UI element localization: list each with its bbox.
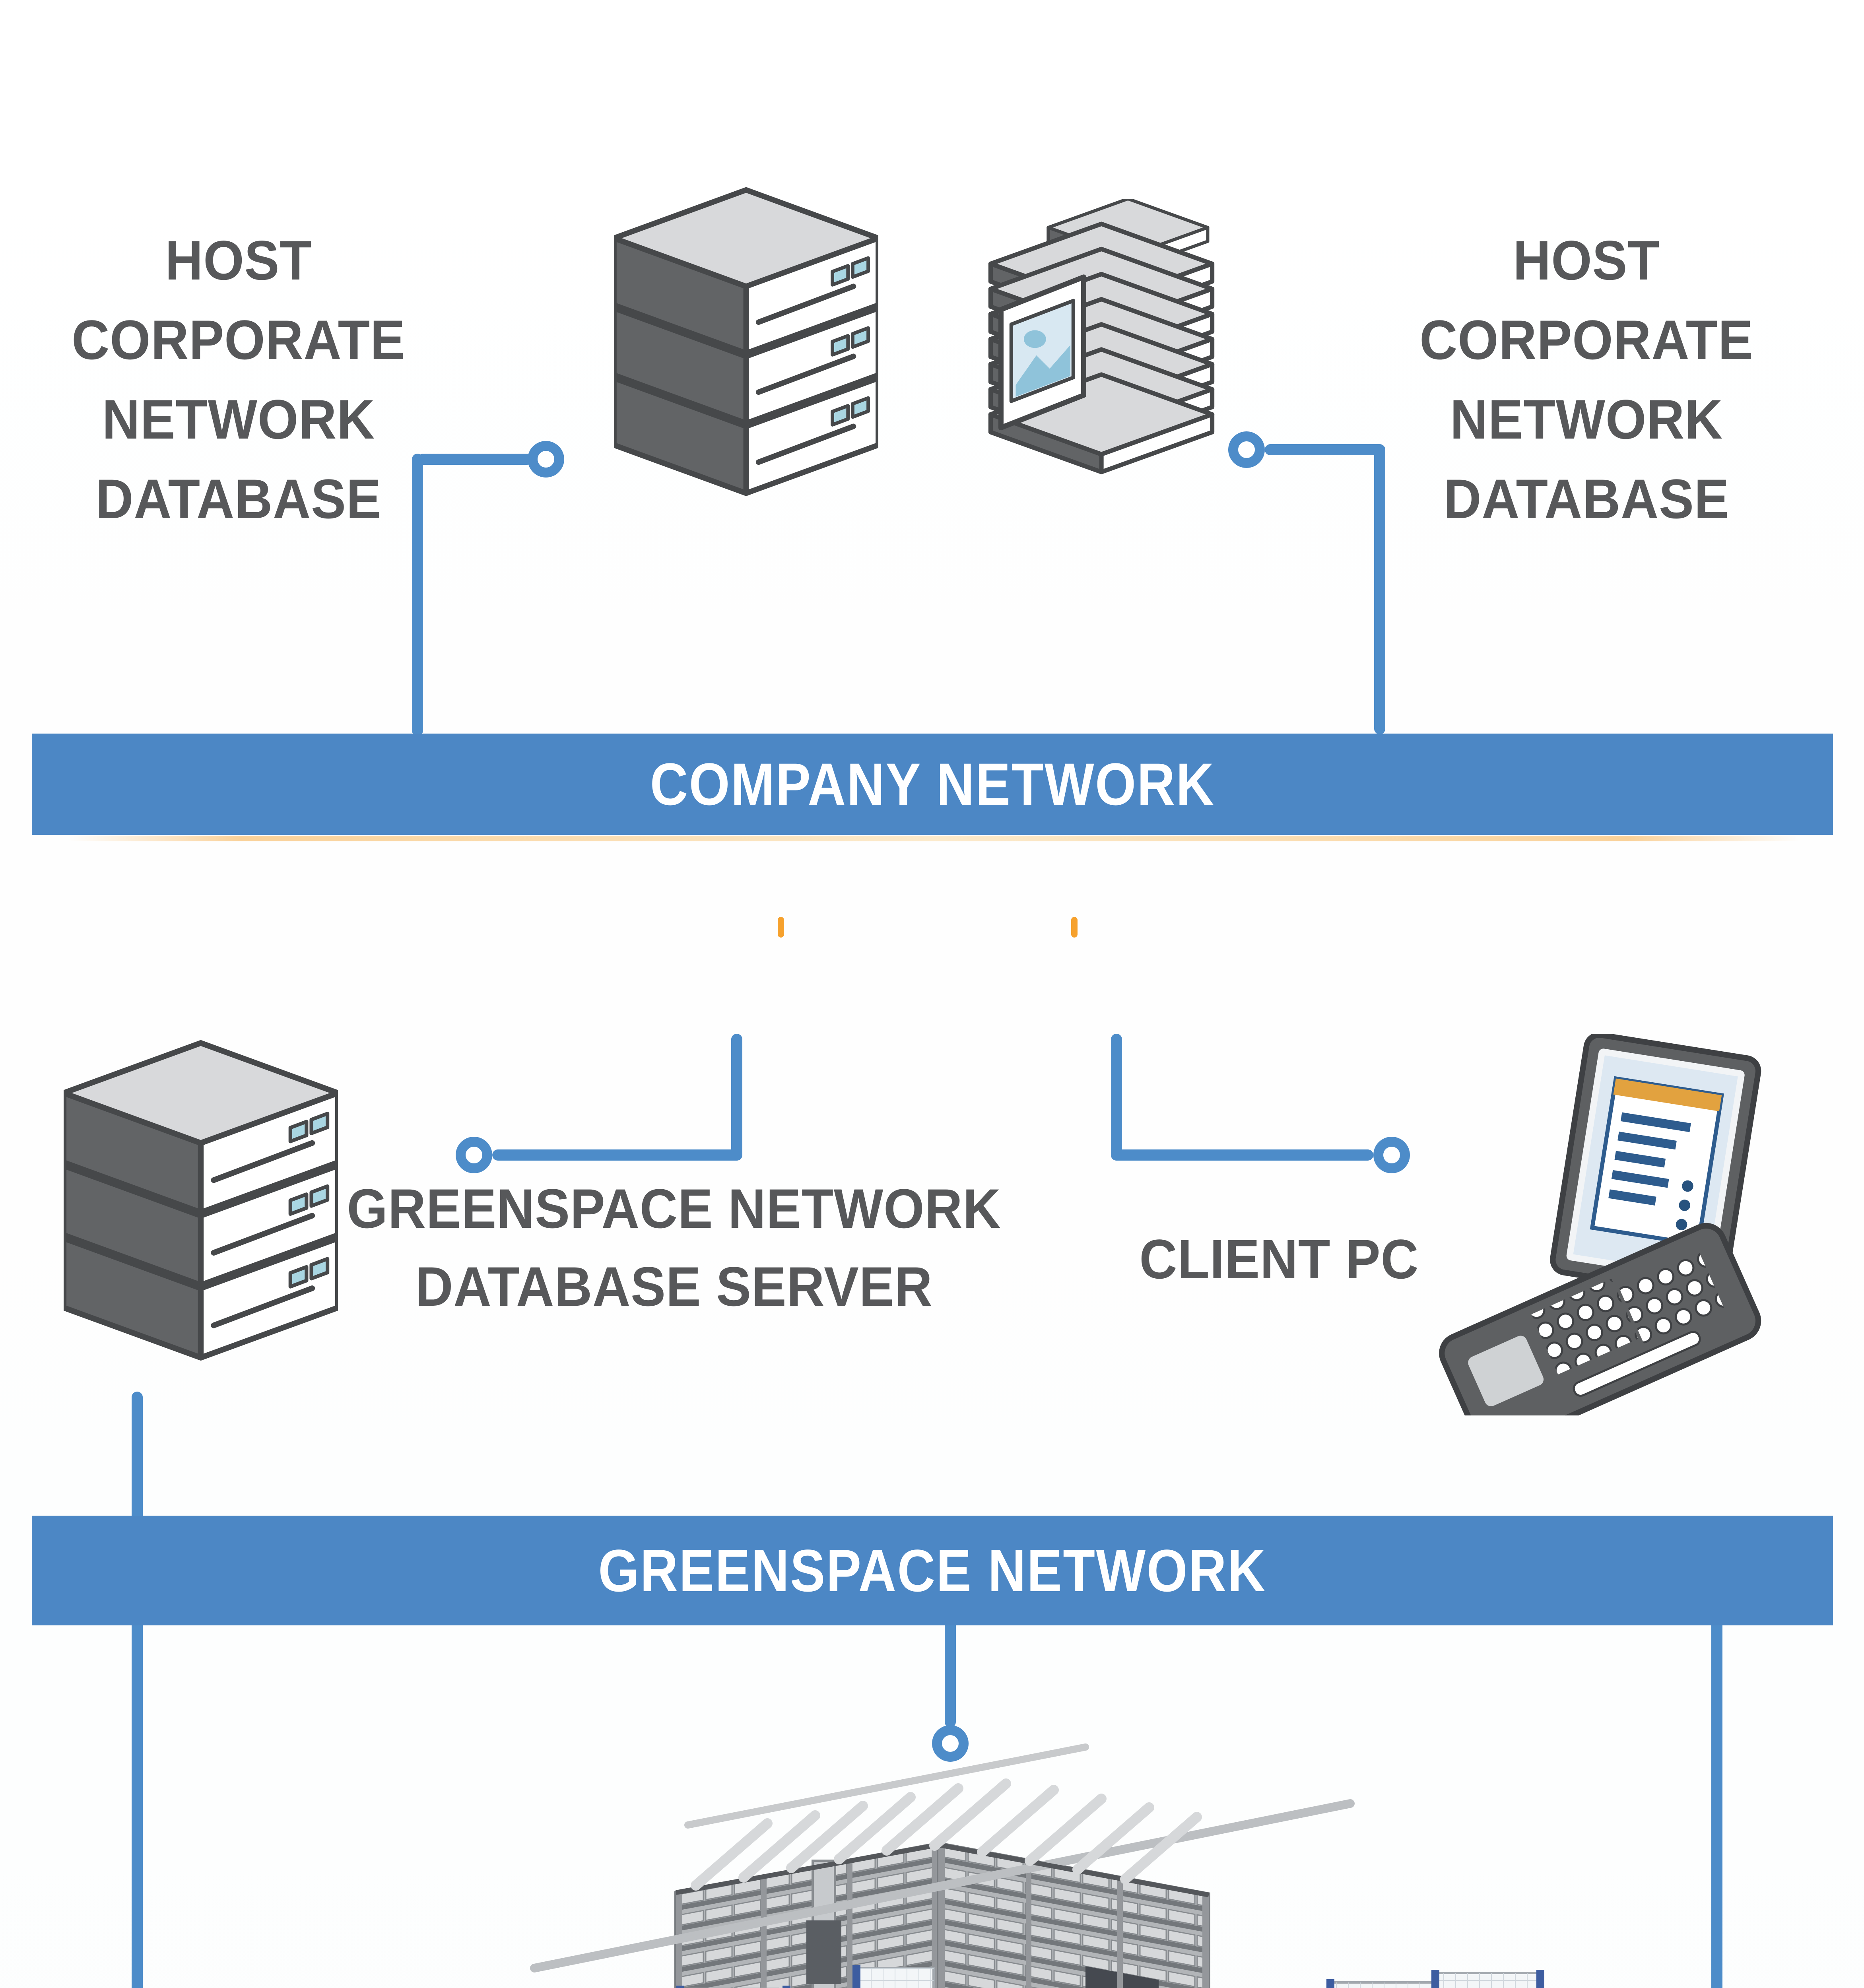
automated-storage-machine-illustration bbox=[525, 1730, 1598, 1988]
orange-tick bbox=[778, 917, 784, 938]
connector-node bbox=[932, 1725, 969, 1762]
greenspace-database-server-label: GREENSPACE NETWORK DATABASE SERVER bbox=[338, 1170, 1010, 1326]
safety-fence-right bbox=[1326, 1970, 1544, 1988]
roof-beams bbox=[691, 1778, 1202, 1891]
connector-line bbox=[132, 1392, 143, 1988]
banner-label: COMPANY NETWORK bbox=[650, 751, 1215, 817]
banner-underglow bbox=[68, 836, 1801, 841]
connector-line bbox=[1374, 444, 1385, 734]
connector-node bbox=[456, 1137, 492, 1173]
host-corporate-network-database-label-left: HOST CORPORATE NETWORK DATABASE bbox=[52, 221, 425, 539]
label-line: HOST bbox=[165, 229, 312, 291]
orange-tick bbox=[1071, 917, 1078, 938]
host-corporate-network-database-label-right: HOST CORPORATE NETWORK DATABASE bbox=[1400, 221, 1773, 539]
connector-node bbox=[528, 441, 564, 478]
greenspace-network-banner: GREENSPACE NETWORK bbox=[32, 1516, 1833, 1625]
connector-line bbox=[1711, 1618, 1722, 1988]
label-line: DATABASE bbox=[1443, 468, 1730, 530]
label-line: GREENSPACE NETWORK bbox=[347, 1177, 1001, 1240]
connector-node bbox=[1373, 1137, 1410, 1173]
laptop-icon bbox=[1431, 1034, 1773, 1415]
banner-label: GREENSPACE NETWORK bbox=[598, 1537, 1267, 1604]
client-pc-label: CLIENT PC bbox=[1111, 1219, 1447, 1299]
label-line: CORPORATE bbox=[1419, 309, 1753, 371]
lift-carriage bbox=[806, 1920, 841, 1984]
storage-array-icon bbox=[982, 199, 1221, 509]
connector-line bbox=[1111, 1034, 1122, 1161]
label-line: CORPORATE bbox=[72, 309, 406, 371]
label-line: NETWORK bbox=[102, 388, 375, 450]
connector-line bbox=[492, 1149, 742, 1161]
connector-line bbox=[1265, 444, 1384, 455]
connector-line bbox=[417, 454, 533, 465]
top-rail bbox=[530, 1799, 1355, 1972]
connector-line bbox=[945, 1618, 956, 1728]
company-network-banner: COMPANY NETWORK bbox=[32, 734, 1833, 835]
photo-panel bbox=[998, 274, 1086, 431]
top-rail-back bbox=[684, 1743, 1089, 1829]
laptop-screen-window bbox=[1590, 1076, 1724, 1247]
server-stack-icon bbox=[614, 187, 878, 501]
label-line: HOST bbox=[1513, 229, 1660, 291]
connector-line bbox=[731, 1034, 742, 1161]
server-stack-icon bbox=[64, 1040, 338, 1366]
connector-line bbox=[1111, 1149, 1373, 1161]
label-line: DATABASE bbox=[95, 468, 382, 530]
safety-fence-left bbox=[676, 1965, 935, 1988]
label-line: DATABASE SERVER bbox=[415, 1255, 933, 1318]
label-line: CLIENT PC bbox=[1139, 1228, 1419, 1290]
label-line: NETWORK bbox=[1450, 388, 1723, 450]
storage-tower bbox=[530, 1778, 1355, 1988]
connector-node bbox=[1228, 431, 1265, 468]
connector-line bbox=[412, 454, 423, 736]
